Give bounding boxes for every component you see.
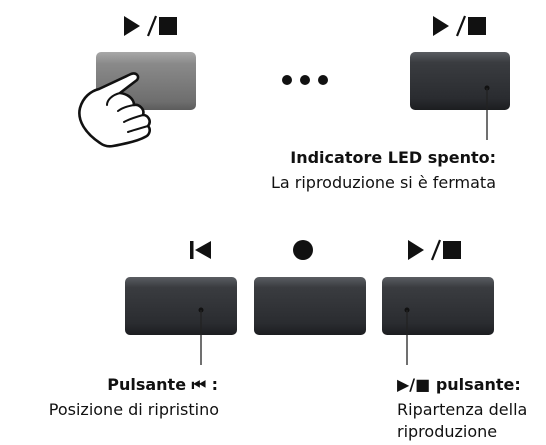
pressing-hand-icon bbox=[78, 72, 151, 148]
led-off-description: La riproduzione si è fermata bbox=[270, 173, 496, 192]
ellipsis-dots bbox=[282, 75, 328, 85]
play-stop-button-top-right[interactable] bbox=[410, 52, 510, 110]
reset-symbol-icon bbox=[190, 241, 211, 259]
play-stop-description-line2: riproduzione bbox=[397, 422, 498, 441]
play-stop-description-line1: Ripartenza della bbox=[397, 400, 528, 419]
play-stop-symbol-bottom bbox=[408, 239, 461, 261]
reset-button[interactable] bbox=[125, 277, 237, 335]
record-symbol-icon bbox=[293, 240, 313, 260]
play-stop-button-title: ▶/■ pulsante: bbox=[397, 375, 521, 394]
play-stop-button-bottom[interactable] bbox=[382, 277, 494, 335]
led-off-title: Indicatore LED spento: bbox=[290, 148, 496, 167]
play-stop-symbol-top-left bbox=[124, 15, 177, 37]
play-stop-symbol-top-right bbox=[433, 15, 486, 37]
reset-button-title: Pulsante ⏮ : bbox=[107, 375, 218, 394]
record-button[interactable] bbox=[254, 277, 366, 335]
reset-button-description: Posizione di ripristino bbox=[48, 400, 219, 419]
